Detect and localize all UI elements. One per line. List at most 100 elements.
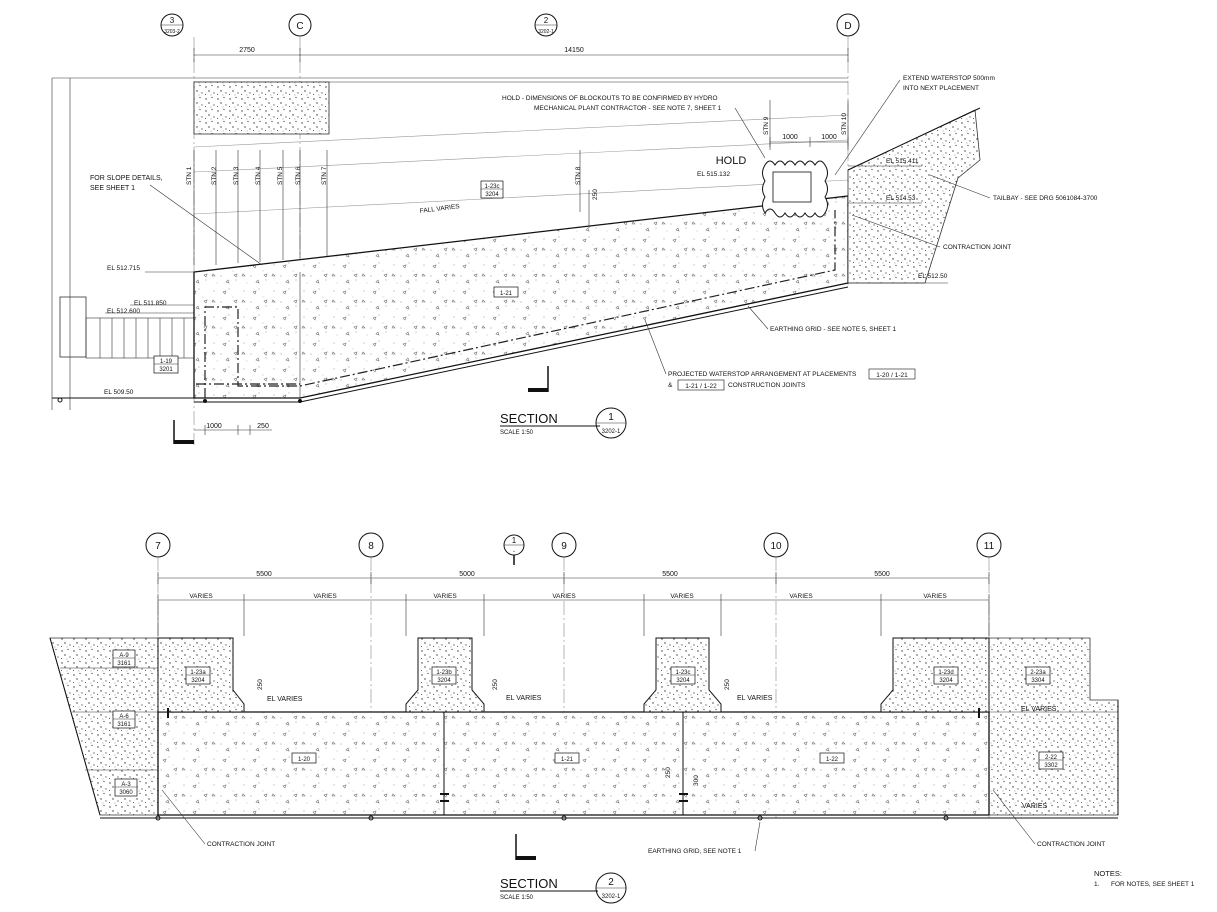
svg-text:INTO NEXT PLACEMENT: INTO NEXT PLACEMENT xyxy=(903,85,979,92)
tag-1-23c: 1-23c 3204 xyxy=(670,666,696,685)
svg-text:HOLD - DIMENSIONS OF BLOCKOUTS: HOLD - DIMENSIONS OF BLOCKOUTS TO BE CON… xyxy=(502,95,718,102)
svg-text:1000: 1000 xyxy=(821,134,837,141)
svg-text:EL 512.50: EL 512.50 xyxy=(918,273,948,280)
svg-text:EL 514.53: EL 514.53 xyxy=(886,195,916,202)
svg-text:A-9: A-9 xyxy=(119,653,129,659)
svg-text:3204: 3204 xyxy=(485,192,499,198)
svg-text:250: 250 xyxy=(592,189,599,200)
grid-bubble-3: 3 3203-2 xyxy=(160,13,184,37)
grid-bubble-2: 2 3202-1 xyxy=(534,13,558,37)
svg-text:STN 2: STN 2 xyxy=(211,166,218,185)
svg-text:3304: 3304 xyxy=(1031,678,1045,684)
svg-text:5000: 5000 xyxy=(459,571,475,578)
svg-text:250: 250 xyxy=(257,679,264,690)
tag-1-23b: 1-23b 3204 xyxy=(431,666,457,685)
section-2-title: SECTION SCALE 1:50 2 3202-1 xyxy=(500,872,627,904)
svg-text:VARIES: VARIES xyxy=(789,593,813,600)
svg-text:&: & xyxy=(668,382,673,389)
grid-bubble-d: D xyxy=(836,13,860,37)
svg-text:3161: 3161 xyxy=(117,722,131,728)
svg-text:14150: 14150 xyxy=(564,47,584,54)
svg-text:CONSTRUCTION JOINTS: CONSTRUCTION JOINTS xyxy=(728,382,806,389)
svg-text:5500: 5500 xyxy=(256,571,272,578)
svg-text:EL 515.132: EL 515.132 xyxy=(697,171,730,178)
svg-text:MECHANICAL PLANT CONTRACTOR -: MECHANICAL PLANT CONTRACTOR - SEE NOTE 7… xyxy=(534,105,722,112)
svg-text:1-21 / 1-22: 1-21 / 1-22 xyxy=(685,383,717,390)
svg-text:11: 11 xyxy=(984,541,995,552)
notes-block: NOTES: 1. FOR NOTES, SEE SHEET 1 xyxy=(1094,869,1195,888)
svg-text:STN 1: STN 1 xyxy=(186,166,193,185)
svg-text:EL VARIES: EL VARIES xyxy=(267,696,303,703)
tag-2-22: 2-22 3302 xyxy=(1038,751,1064,770)
svg-text:STN 3: STN 3 xyxy=(233,166,240,185)
svg-text:EL VARIES: EL VARIES xyxy=(506,695,542,702)
svg-text:EL VARIES: EL VARIES xyxy=(1021,706,1057,713)
tag-a-6: A-6 3161 xyxy=(112,710,136,729)
svg-text:250: 250 xyxy=(257,423,269,430)
svg-text:1000: 1000 xyxy=(782,134,798,141)
svg-text:SCALE 1:50: SCALE 1:50 xyxy=(500,430,534,436)
svg-text:-: - xyxy=(513,549,515,555)
svg-text:1-23a: 1-23a xyxy=(190,670,206,676)
svg-text:2-22: 2-22 xyxy=(1045,755,1058,761)
svg-text:250: 250 xyxy=(724,679,731,690)
svg-text:3060: 3060 xyxy=(119,790,133,796)
svg-text:D: D xyxy=(844,21,851,32)
svg-text:2-23a: 2-23a xyxy=(1030,670,1046,676)
svg-text:2: 2 xyxy=(544,16,549,25)
grid-bubble-c: C xyxy=(288,13,312,37)
grid-bubble-11: 11 xyxy=(976,532,1002,558)
section-1: 3 3203-2 C 2 3202-1 D 2750 14150 xyxy=(51,13,1098,445)
svg-text:CONTRACTION JOINT: CONTRACTION JOINT xyxy=(207,841,275,848)
dim-top: 2750 14150 xyxy=(193,47,849,62)
slab-1-21 xyxy=(193,195,849,399)
tag-1-21: 1-21 xyxy=(493,286,519,298)
tag-1-23c: 1-23c 3204 xyxy=(480,180,504,199)
tag-1-20: 1-20 xyxy=(291,752,317,764)
svg-text:CONTRACTION JOINT: CONTRACTION JOINT xyxy=(943,244,1011,251)
svg-text:9: 9 xyxy=(561,541,567,552)
svg-text:VARIES: VARIES xyxy=(433,593,457,600)
svg-text:1-22: 1-22 xyxy=(826,757,839,763)
tag-2-23a: 2-23a 3304 xyxy=(1025,666,1051,685)
svg-text:EL 512.600: EL 512.600 xyxy=(107,308,140,315)
svg-text:3204: 3204 xyxy=(939,678,953,684)
svg-text:300: 300 xyxy=(693,775,700,786)
svg-text:5500: 5500 xyxy=(874,571,890,578)
right-backfill xyxy=(988,637,1119,816)
svg-text:STN 4: STN 4 xyxy=(255,166,262,185)
svg-text:CONTRACTION JOINT: CONTRACTION JOINT xyxy=(1037,841,1105,848)
svg-text:EL VARIES: EL VARIES xyxy=(737,695,773,702)
svg-text:SEE SHEET 1: SEE SHEET 1 xyxy=(90,185,135,192)
svg-text:FALL VARIES: FALL VARIES xyxy=(419,203,460,215)
svg-text:1-21: 1-21 xyxy=(561,757,574,763)
svg-text:3204: 3204 xyxy=(676,678,690,684)
svg-text:1.: 1. xyxy=(1094,881,1100,888)
svg-text:3302: 3302 xyxy=(1044,763,1058,769)
elevations: EL 512.715 EL 511.850 EL 512.600 EL 509.… xyxy=(104,158,948,396)
svg-text:EARTHING GRID - SEE NOTE 5, SH: EARTHING GRID - SEE NOTE 5, SHEET 1 xyxy=(770,326,897,333)
tag-1-23a: 1-23a 3204 xyxy=(185,666,211,685)
grid-bubble-9: 9 xyxy=(551,532,577,558)
station-lines xyxy=(193,100,849,265)
svg-text:A-3: A-3 xyxy=(121,782,131,788)
slab-1-20-1-21-1-22 xyxy=(157,711,990,816)
svg-text:1-19: 1-19 xyxy=(160,359,173,365)
svg-text:VARIES: VARIES xyxy=(189,593,213,600)
svg-text:3161: 3161 xyxy=(117,661,131,667)
svg-text:7: 7 xyxy=(155,541,161,552)
svg-text:STN 5: STN 5 xyxy=(277,166,284,185)
svg-text:SECTION: SECTION xyxy=(500,876,558,891)
svg-text:1-23c: 1-23c xyxy=(484,184,499,190)
svg-text:3203-2: 3203-2 xyxy=(164,29,180,35)
tag-1-23d: 1-23d 3204 xyxy=(933,666,959,685)
svg-text:3201: 3201 xyxy=(159,367,173,373)
grid-bubble-7: 7 xyxy=(145,532,171,558)
svg-text:EL 515.411: EL 515.411 xyxy=(886,158,919,165)
svg-text:VARIES: VARIES xyxy=(1022,803,1047,810)
svg-text:1-23c: 1-23c xyxy=(675,670,690,676)
svg-text:FOR NOTES, SEE SHEET 1: FOR NOTES, SEE SHEET 1 xyxy=(1111,881,1195,888)
svg-text:STN 6: STN 6 xyxy=(295,166,302,185)
svg-text:VARIES: VARIES xyxy=(552,593,576,600)
svg-text:VARIES: VARIES xyxy=(923,593,947,600)
